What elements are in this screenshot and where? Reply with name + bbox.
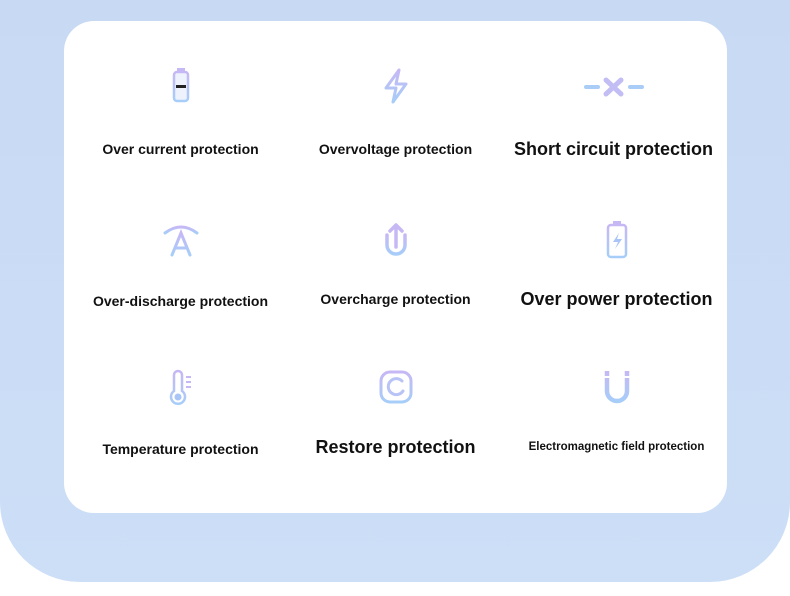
- magnet-icon: [603, 371, 630, 404]
- feature-label: Overcharge protection: [320, 291, 471, 307]
- protection-features-card: Over current protection Overvoltage prot…: [64, 21, 727, 513]
- battery-icon: [172, 68, 189, 103]
- feature-label: Over current protection: [102, 141, 259, 157]
- feature-label: Short circuit protection: [513, 139, 713, 159]
- overcharge-icon: [384, 223, 407, 256]
- feature-label: Over-discharge protection: [92, 293, 269, 309]
- short-circuit-icon: [583, 77, 644, 97]
- feature-label: Overvoltage protection: [318, 141, 473, 157]
- feature-label: Restore protection: [315, 437, 476, 457]
- feature-label: Over power protection: [520, 289, 713, 309]
- lightning-icon: [384, 68, 407, 104]
- feature-label: Temperature protection: [102, 441, 259, 457]
- discharge-icon: [163, 225, 198, 257]
- feature-label: Electromagnetic field protection: [528, 441, 705, 453]
- restore-icon: [379, 370, 412, 404]
- thermometer-icon: [169, 369, 191, 405]
- battery-charging-icon: [606, 221, 627, 259]
